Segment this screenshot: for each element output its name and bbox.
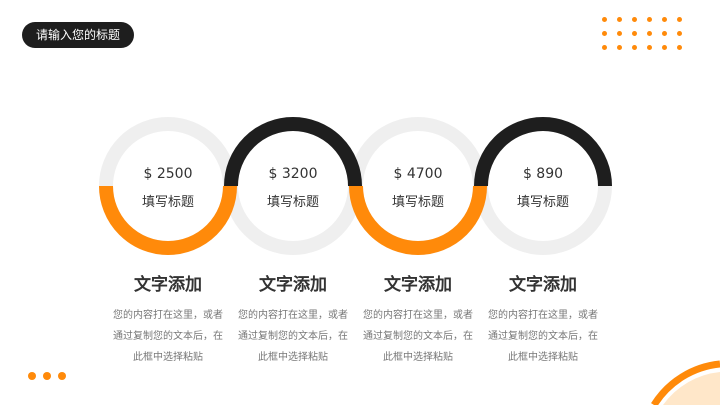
ring-3-label: $ 4700 填写标题: [358, 166, 478, 210]
ring-3-amount: $ 4700: [393, 166, 443, 182]
ring-1-subtitle: 填写标题: [141, 195, 194, 210]
ring-1-label: $ 2500 填写标题: [108, 166, 228, 210]
item-3-heading: 文字添加: [384, 275, 452, 295]
ring-3-subtitle: 填写标题: [391, 195, 444, 210]
ring-1-arc: [99, 185, 237, 255]
ring-1-amount: $ 2500: [143, 166, 193, 182]
item-4-text: 文字添加 您的内容打在这里，或者通过复制您的文本后，在此框中选择粘贴: [478, 270, 608, 368]
ring-4-arc: [474, 117, 612, 187]
ring-4-amount: $ 890: [522, 166, 564, 182]
item-1-body: 您的内容打在这里，或者通过复制您的文本后，在此框中选择粘贴: [113, 310, 223, 363]
item-3-body: 您的内容打在这里，或者通过复制您的文本后，在此框中选择粘贴: [363, 310, 473, 363]
item-2-heading: 文字添加: [259, 275, 327, 295]
page-title: 请输入您的标题: [22, 22, 135, 48]
decorative-dot-grid: [602, 17, 682, 50]
ring-4-label: $ 890 填写标题: [483, 166, 603, 210]
item-1-heading: 文字添加: [134, 275, 202, 295]
ring-4-subtitle: 填写标题: [516, 195, 569, 210]
ring-2-amount: $ 3200: [268, 166, 318, 182]
item-2-body: 您的内容打在这里，或者通过复制您的文本后，在此框中选择粘贴: [238, 310, 348, 363]
ring-2-arc: [224, 117, 362, 187]
ring-2-subtitle: 填写标题: [266, 195, 319, 210]
item-3-text: 文字添加 您的内容打在这里，或者通过复制您的文本后，在此框中选择粘贴: [353, 270, 483, 368]
item-4-heading: 文字添加: [509, 275, 577, 295]
item-2-text: 文字添加 您的内容打在这里，或者通过复制您的文本后，在此框中选择粘贴: [228, 270, 358, 368]
item-1-text: 文字添加 您的内容打在这里，或者通过复制您的文本后，在此框中选择粘贴: [103, 270, 233, 368]
item-4-body: 您的内容打在这里，或者通过复制您的文本后，在此框中选择粘贴: [488, 310, 598, 363]
ring-3-arc: [349, 185, 487, 255]
ring-2-label: $ 3200 填写标题: [233, 166, 353, 210]
decorative-dots: [28, 372, 66, 380]
